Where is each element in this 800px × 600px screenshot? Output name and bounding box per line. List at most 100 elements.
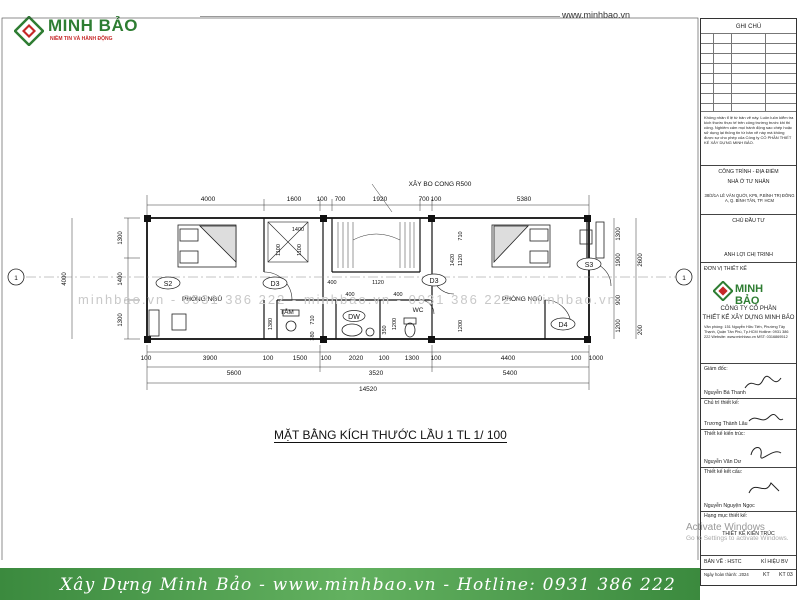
- dim-left-1: 1400: [118, 272, 124, 286]
- dim-top-7: 5380: [517, 196, 532, 203]
- dim-bot-2: 100: [263, 355, 274, 362]
- activate-windows-title: Activate Windows: [686, 522, 765, 533]
- dim-bot-10: 100: [571, 355, 582, 362]
- dim-inner-2: 1380: [268, 318, 274, 330]
- dim-right-2: 900: [616, 294, 622, 305]
- dimension-left-lines: [71, 217, 140, 340]
- dim-left-0: 1300: [118, 231, 124, 245]
- dim-right-5: 1300: [616, 227, 622, 241]
- signature-lead-icon: [748, 414, 784, 422]
- axis-label-left: 1: [14, 275, 18, 282]
- tb-lead-label: Chủ trì thiết kế:: [704, 400, 740, 406]
- tb-company-logo: MINH BẢO: [713, 281, 789, 307]
- dim-inner-4: 400: [327, 280, 336, 286]
- signature-director-icon: [744, 375, 782, 389]
- tag-s2: S2: [164, 281, 173, 288]
- room-bedroom-left: PHÒNG NGỦ: [182, 294, 222, 303]
- dim-right-1: 2600: [638, 253, 644, 267]
- tb-designer-label: ĐƠN VỊ THIẾT KẾ: [704, 266, 747, 272]
- watermark-text: minhbao.vn - 0931 386 222 - minhbao.vn -…: [78, 292, 617, 307]
- furniture-bed-left: [177, 224, 237, 268]
- dim-right-3: 1200: [616, 319, 622, 333]
- dim-top-0: 4000: [201, 196, 216, 203]
- tb-drawing-code-label: KÍ HIỆU BV: [761, 559, 789, 565]
- outer-walls: [146, 217, 590, 340]
- dim-inner-0: 1400: [292, 227, 304, 233]
- dim-inner-12: 1100: [276, 244, 282, 256]
- dim-bot2-1: 3520: [369, 370, 384, 377]
- dim-bot2-0: 5600: [227, 370, 242, 377]
- tb-owner-name: ANH LỢI CHỊ TRINH: [724, 252, 773, 258]
- dim-bot-1: 3900: [203, 355, 218, 362]
- title-block: GHI CHÚ Không nhân tỉ lệ từ bản vẽ này. …: [700, 18, 797, 586]
- dim-left-2: 1300: [118, 313, 124, 327]
- signature-arch-icon: [750, 447, 782, 459]
- tag-d3-right: D3: [430, 278, 439, 285]
- axis-marker-right: [675, 268, 693, 286]
- dim-total: 14520: [359, 386, 377, 393]
- tag-s3: S3: [585, 262, 594, 269]
- minh-bao-logo-icon: [14, 16, 44, 46]
- furniture-desks: [148, 221, 605, 337]
- dim-bot-0: 100: [141, 355, 152, 362]
- tb-arch-label: Thiết kế kiến trúc:: [704, 431, 745, 437]
- dim-bot-6: 100: [379, 355, 390, 362]
- tb-category-label: Hạng mục thiết kế:: [704, 513, 748, 519]
- tb-date: Ngày hoàn thành: .2024: [704, 572, 749, 577]
- dim-right-4: 200: [638, 324, 644, 335]
- tb-logo-name: MINH BẢO: [735, 283, 764, 307]
- dim-inner-1: 1100: [297, 244, 303, 256]
- header-website: www.minhbao.vn: [562, 10, 631, 20]
- tb-project-label: CÔNG TRÌNH - ĐỊA ĐIỂM: [718, 169, 779, 175]
- dim-inner-10: 1120: [458, 254, 464, 266]
- bathroom-fixtures: [282, 309, 417, 338]
- dim-bot-7: 1300: [405, 355, 420, 362]
- room-bath: TẮM: [280, 307, 294, 316]
- dim-bot-11: 1000: [589, 355, 604, 362]
- tb-company-line1: CÔNG TY CỔ PHẦN: [720, 306, 777, 312]
- plan-caption: MẶT BẰNG KÍCH THƯỚC LẦU 1 TL 1/ 100: [274, 428, 507, 443]
- room-wc: WC: [413, 307, 424, 314]
- floor-plan-svg: 1 1 XÂY BO CONG R500 4000 1600 100 700 1…: [1, 17, 699, 560]
- tag-dw: DW: [348, 314, 360, 321]
- dim-top-5: 700: [419, 196, 430, 203]
- logo-slogan: NIỀM TIN VÀ HÀNH ĐỘNG: [50, 36, 113, 42]
- tb-owner-label: CHỦ ĐẦU TƯ: [732, 218, 765, 224]
- dim-inner-9: 710: [458, 231, 464, 240]
- dim-bot-3: 1500: [293, 355, 308, 362]
- tag-d3-left: D3: [271, 281, 280, 288]
- tb-notes-header: GHI CHÚ: [735, 24, 762, 30]
- tb-kt: KT: [763, 572, 770, 578]
- dim-left-total: 4000: [62, 272, 68, 286]
- wc-upper: [267, 221, 309, 263]
- staircase: [337, 222, 415, 268]
- dim-right-0: 1900: [616, 253, 622, 267]
- tb-project-name: NHÀ Ở TƯ NHÂN: [727, 179, 770, 185]
- furniture-bed-right: [491, 224, 551, 268]
- dim-inner-8: 1200: [458, 320, 464, 332]
- company-logo: MINH BẢO NIỀM TIN VÀ HÀNH ĐỘNG: [14, 14, 184, 50]
- dimension-right-lines: [613, 218, 637, 339]
- footer-banner: Xây Dựng Minh Bảo - www.minhbao.vn - Hot…: [0, 568, 700, 600]
- tb-lead-name: Trương Thành Lâu: [704, 421, 748, 427]
- dim-inner-14: 710: [310, 315, 316, 324]
- dim-top-2: 100: [317, 196, 328, 203]
- tb-struct-label: Thiết kế kết cấu:: [704, 469, 743, 475]
- dim-bot2-2: 5400: [503, 370, 518, 377]
- tb-disclaimer: Không nhân tỉ lệ từ bản vẽ này. Luôn luô…: [704, 115, 794, 145]
- tb-director-label: Giám đốc:: [704, 366, 728, 372]
- dim-top-3: 700: [335, 196, 346, 203]
- dim-top-4: 1920: [373, 196, 388, 203]
- tb-struct-name: Nguyễn Nguyện Ngọc: [704, 503, 755, 509]
- tb-company-line2: THIẾT KẾ XÂY DỰNG MINH BẢO: [702, 315, 795, 321]
- footer-text: Xây Dựng Minh Bảo - www.minhbao.vn - Hot…: [60, 575, 677, 595]
- tb-arch-name: Nguyễn Văn Dư: [704, 459, 742, 465]
- dim-inner-5: 1120: [372, 280, 384, 286]
- activate-windows-hint[interactable]: Go to Settings to activate Windows.: [686, 535, 789, 542]
- tb-kt-code: KT 03: [779, 572, 793, 578]
- dim-bot-8: 100: [431, 355, 442, 362]
- tb-director-name: Nguyễn Bá Thanh: [704, 390, 746, 396]
- dim-top-6: 100: [431, 196, 442, 203]
- dim-bot-5: 2020: [349, 355, 364, 362]
- tb-company-info: Văn phòng: 151 Nguyễn Hữu Tiến, Phường T…: [704, 325, 789, 339]
